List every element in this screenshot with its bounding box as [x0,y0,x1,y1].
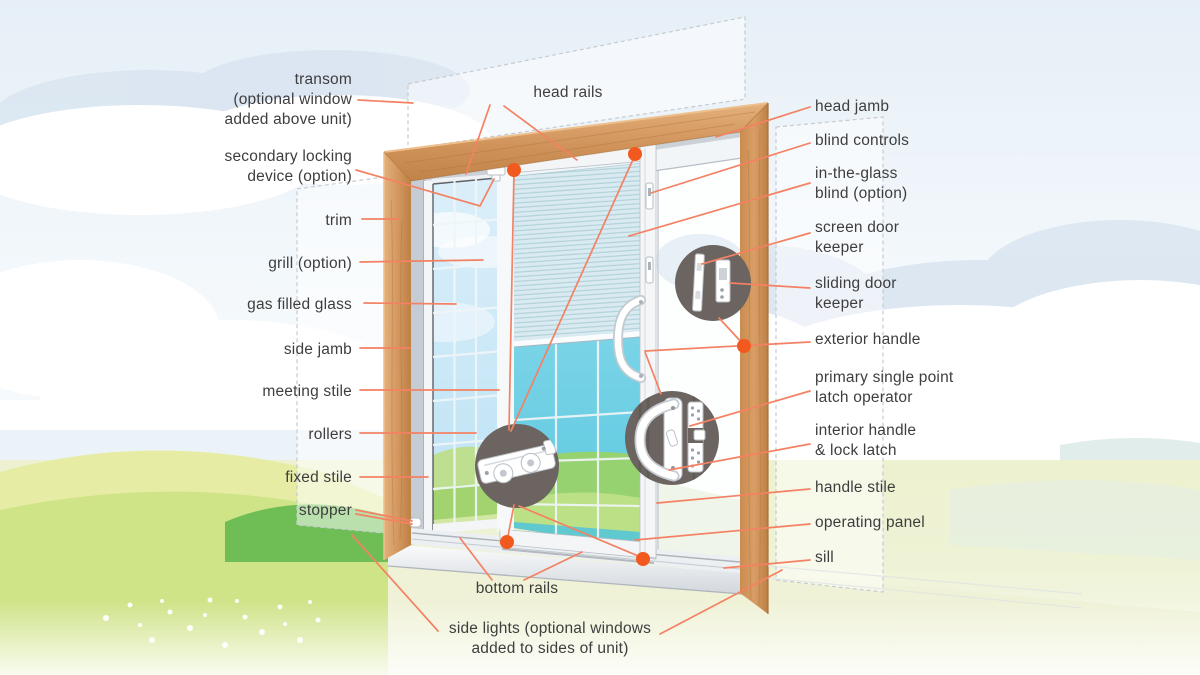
circle-link-lines [506,154,745,559]
fixed-stile [424,180,434,539]
sliding-door-keeper-line [729,282,811,289]
label-handle-stile: handle stile [815,479,896,496]
label-screen-door-keeper: screen door keeper [815,219,900,256]
label-bottom-rails: bottom rails [475,580,559,597]
label-primary-latch: primary single point latch operator [815,369,954,406]
interior-handle-detail-circle [625,391,719,485]
callout-dots [500,147,751,566]
side-lights-lines [351,534,783,635]
label-sliding-door-keeper: sliding door keeper [815,275,897,312]
grill-line [359,259,484,263]
label-gas-filled-glass: gas filled glass [247,296,352,313]
secondary-lock-line [355,169,495,208]
operating-panel-line [634,523,811,541]
marker-dot [737,339,751,353]
sill-line [723,559,811,569]
screen-door-keeper-line [701,232,811,265]
label-secondary-locking: secondary locking device (option) [224,148,352,185]
label-blind-controls: blind controls [815,132,910,149]
stopper-line [355,509,413,525]
side-jamb [409,179,425,546]
label-interior-handle: interior handle & lock latch [815,422,917,459]
label-head-jamb: head jamb [815,98,890,115]
blind-controls [645,182,654,284]
callout-lines [351,99,811,635]
bottom-rail [499,528,657,560]
in-the-glass-blind-line [628,182,811,237]
label-head-rails: head rails [533,84,603,101]
transom-line [357,99,414,104]
label-fixed-stile: fixed stile [285,469,352,486]
label-in-the-glass-blind: in-the-glass blind (option) [815,165,908,202]
marker-dot [500,535,514,549]
exterior-handle [612,295,646,383]
flower-speckles [103,597,321,648]
label-side-jamb: side jamb [283,341,352,358]
operating-panel [486,143,657,564]
gas-filled-glass-line [363,302,457,305]
label-rollers: rollers [308,426,352,443]
marker-dot [636,552,650,566]
fixed-bottom-rail [433,519,497,534]
label-sill: sill [815,549,834,566]
handle-stile-line [656,488,811,504]
label-transom: transom (optional window added above uni… [224,71,352,128]
blind-controls-line [650,142,811,194]
label-side-lights: side lights (optional windows added to s… [448,620,652,657]
keepers-detail-circle [675,245,751,321]
wood-trim [383,102,769,614]
stopper [409,517,422,528]
marker-dot [507,163,521,177]
label-grill: grill (option) [268,255,352,272]
bottom-rails-lines [459,537,583,581]
side-light-sill-lines [767,565,1083,609]
primary-latch-line [689,390,811,427]
head-jamb-line [715,106,811,138]
marker-dot [628,147,642,161]
label-stopper: stopper [298,502,352,519]
label-operating-panel: operating panel [815,514,925,531]
in-the-glass-blind [514,163,640,341]
label-exterior-handle: exterior handle [815,331,921,348]
label-meeting-stile: meeting stile [262,383,352,400]
label-trim: trim [325,212,352,229]
transom-outline [407,16,746,150]
interior-handle-line [668,443,811,471]
exterior-handle-line [644,341,811,352]
head-rails-lines [465,104,578,175]
